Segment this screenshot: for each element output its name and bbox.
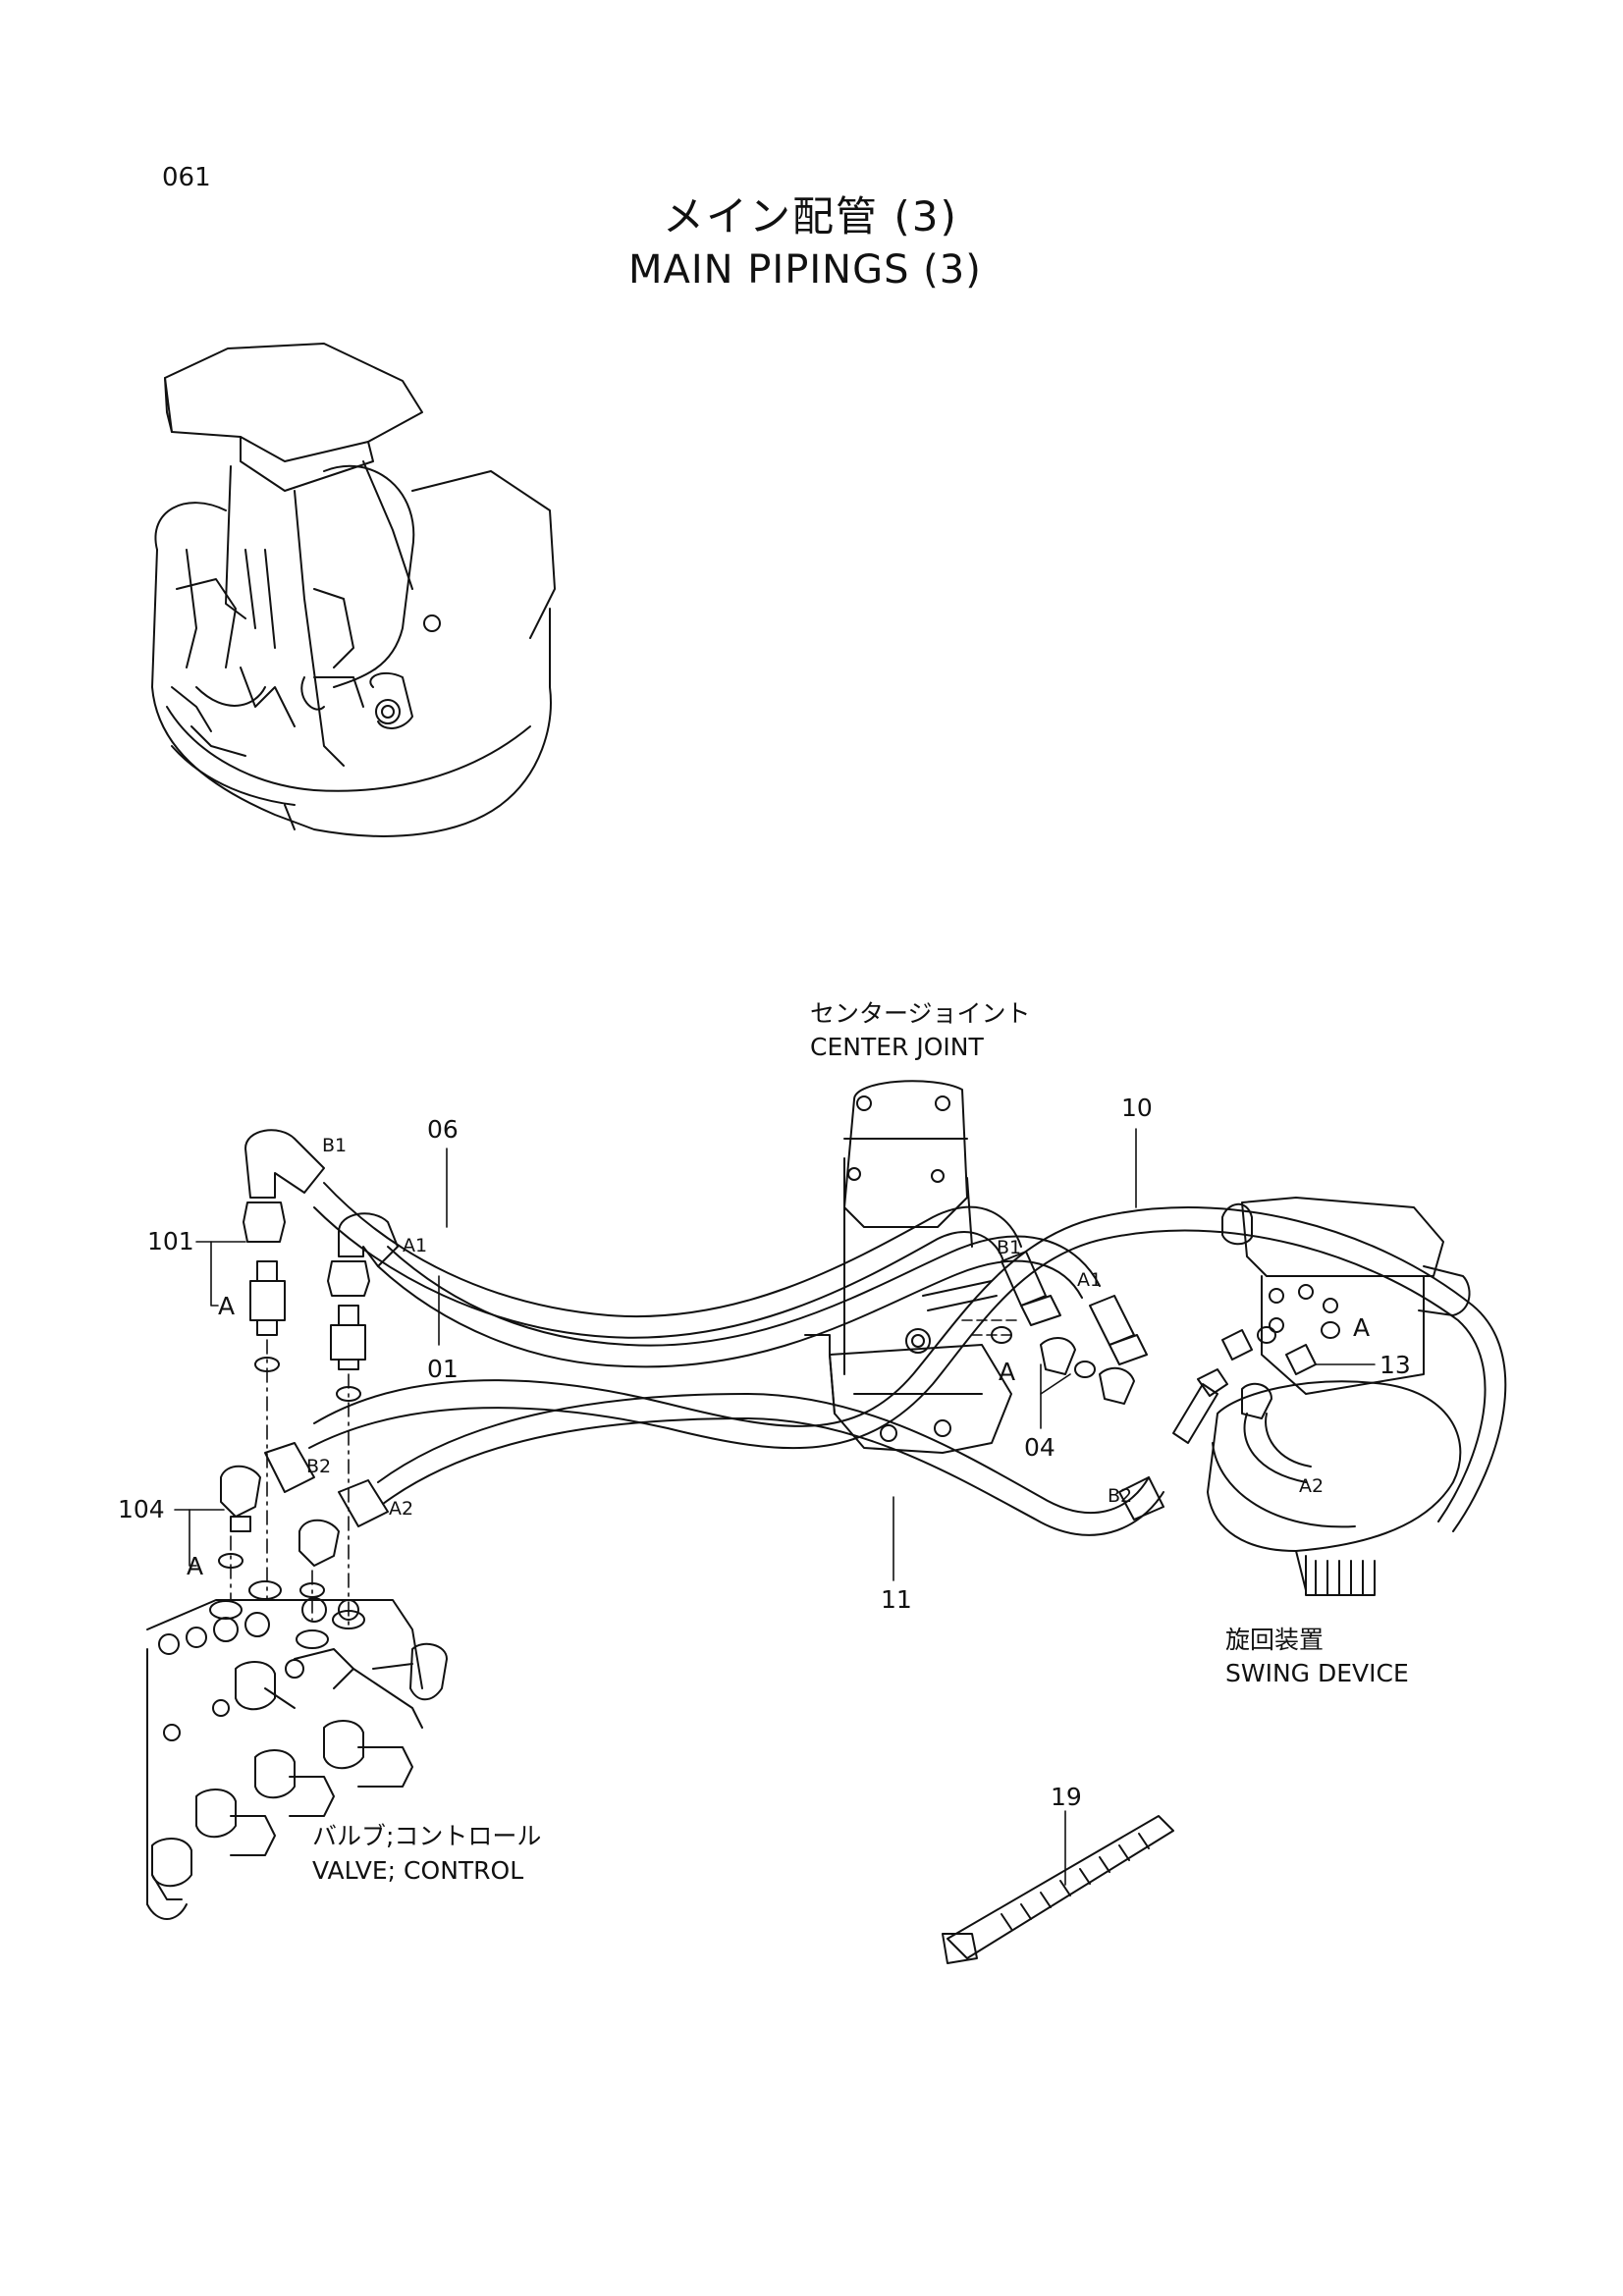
callout-04: 04 bbox=[1024, 1433, 1055, 1462]
fittings bbox=[209, 1129, 1340, 1964]
port-mark-a2: A2 bbox=[389, 1498, 414, 1520]
control-valve-label-jp: バルブ;コントロール bbox=[312, 1822, 542, 1850]
page-title: MAIN PIPINGS (3) bbox=[628, 247, 982, 293]
callout-101: 101 bbox=[147, 1227, 194, 1255]
control-valve-label: VALVE; CONTROL bbox=[312, 1856, 524, 1885]
center-joint-label-jp: センタージョイント bbox=[810, 999, 1031, 1028]
swing-device-label: SWING DEVICE bbox=[1225, 1659, 1409, 1687]
page-title-japanese: メイン配管 (3) bbox=[663, 192, 958, 240]
detail-mark-a: A bbox=[187, 1552, 204, 1580]
port-mark-b1: B1 bbox=[322, 1135, 348, 1156]
port-mark-b1-center: B1 bbox=[997, 1237, 1022, 1258]
port-mark-a1: A1 bbox=[403, 1235, 428, 1256]
callout-01: 01 bbox=[427, 1355, 459, 1383]
callout-11: 11 bbox=[881, 1585, 912, 1614]
port-mark-a1-center: A1 bbox=[1077, 1269, 1103, 1291]
center-joint-drawing bbox=[804, 1080, 1012, 1454]
detail-mark-a: A bbox=[999, 1358, 1016, 1386]
leader-lines bbox=[174, 1128, 1376, 1886]
port-mark-b2-swing: B2 bbox=[1108, 1485, 1133, 1507]
callout-19: 19 bbox=[1051, 1783, 1082, 1811]
callout-104: 104 bbox=[118, 1495, 165, 1523]
callout-10: 10 bbox=[1121, 1094, 1153, 1122]
detail-mark-a: A bbox=[1353, 1313, 1371, 1342]
callout-13: 13 bbox=[1380, 1351, 1411, 1379]
machine-overview-sketch bbox=[151, 343, 556, 837]
control-valve-drawing bbox=[146, 1597, 448, 1920]
page-number: 061 bbox=[162, 163, 211, 192]
center-joint-label: CENTER JOINT bbox=[810, 1033, 984, 1061]
port-mark-b2: B2 bbox=[306, 1456, 332, 1477]
swing-device-drawing bbox=[1207, 1197, 1471, 1596]
callout-06: 06 bbox=[427, 1115, 459, 1144]
swing-device-label-jp: 旋回装置 bbox=[1225, 1626, 1325, 1654]
port-mark-a2-swing: A2 bbox=[1299, 1475, 1325, 1497]
detail-mark-a: A bbox=[218, 1292, 236, 1320]
pipes bbox=[308, 1182, 1507, 1536]
